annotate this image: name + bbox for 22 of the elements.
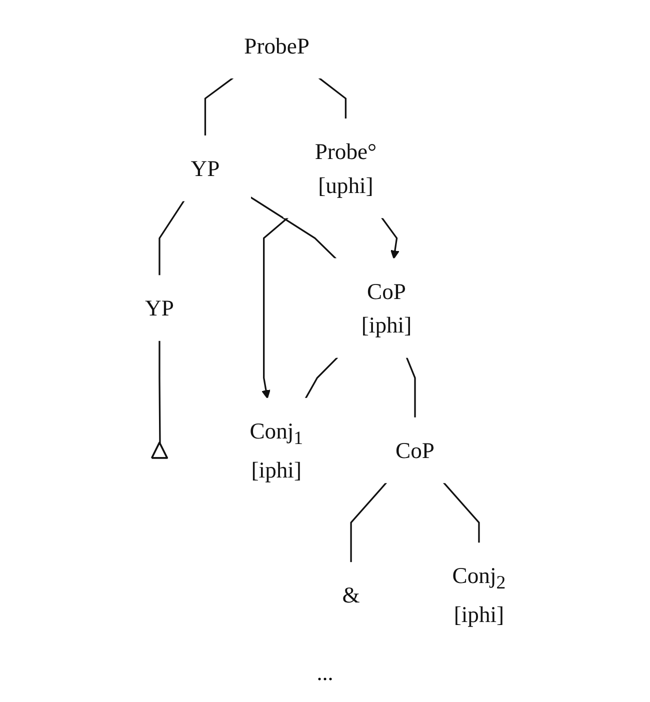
syntax-tree-drawing: ProbeP Probe° [uphi] YP CoP [iphi] YP Conj$_{1}$ [iphi] CoP & Conj$_{2}$ [iphi] [106, 5, 544, 655]
connector [158, 200, 184, 276]
connector [158, 340, 160, 444]
node-text: YP [190, 155, 220, 182]
connector [318, 77, 346, 120]
arrow [380, 217, 400, 260]
connector [442, 482, 480, 544]
ellipsis-note: ... [316, 660, 334, 685]
connector [350, 482, 387, 563]
connector [250, 196, 336, 260]
node-text: YP [144, 295, 174, 321]
node-text: Conj$_{1}$ [iphi] [249, 418, 303, 483]
node-text: & [342, 582, 360, 608]
connector [304, 356, 338, 399]
node-text: Conj$_{2}$ [iphi] [452, 562, 506, 628]
node-text: CoP [iphi] [361, 278, 412, 338]
node-text: ProbeP [244, 32, 310, 58]
connector [406, 357, 416, 418]
node-text: Probe° [uphi] [314, 138, 376, 198]
node-text: CoP [395, 437, 434, 464]
connector [204, 77, 234, 136]
arrow [261, 217, 288, 399]
